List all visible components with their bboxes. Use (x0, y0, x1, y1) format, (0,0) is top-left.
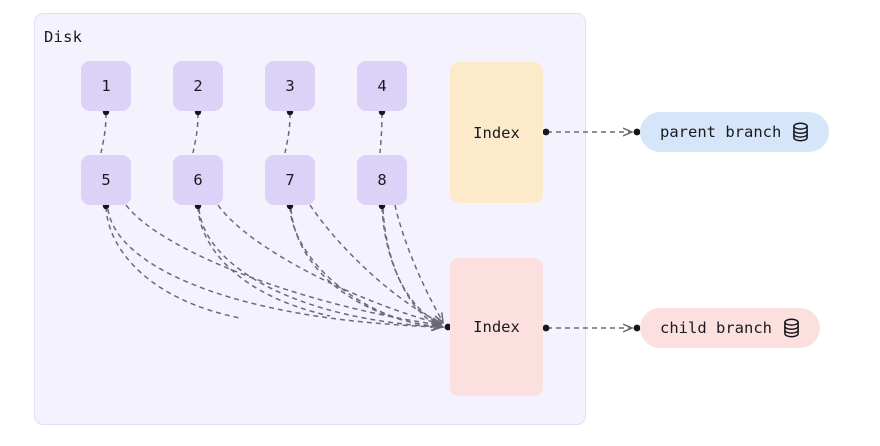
page-box-6[interactable]: 6 (173, 155, 223, 205)
index-box-child[interactable]: Index (450, 258, 543, 396)
index-label: Index (473, 318, 520, 336)
page-box-4[interactable]: 4 (357, 61, 407, 111)
database-icon (792, 122, 809, 142)
branch-label: child branch (660, 319, 772, 337)
page-box-label: 4 (377, 77, 387, 95)
page-box-label: 5 (101, 171, 111, 189)
page-box-label: 6 (193, 171, 203, 189)
page-box-3[interactable]: 3 (265, 61, 315, 111)
page-box-2[interactable]: 2 (173, 61, 223, 111)
page-box-8[interactable]: 8 (357, 155, 407, 205)
branch-pill-parent[interactable]: parent branch (640, 112, 830, 152)
page-box-label: 3 (285, 77, 295, 95)
index-label: Index (473, 123, 520, 142)
disk-label: Disk (44, 28, 83, 46)
page-box-label: 7 (285, 171, 295, 189)
branch-pill-child[interactable]: child branch (640, 308, 820, 348)
branch-label: parent branch (660, 123, 782, 141)
page-box-label: 1 (101, 77, 111, 95)
database-icon (783, 318, 800, 338)
page-box-5[interactable]: 5 (81, 155, 131, 205)
page-box-7[interactable]: 7 (265, 155, 315, 205)
page-box-1[interactable]: 1 (81, 61, 131, 111)
page-box-label: 2 (193, 77, 203, 95)
page-box-label: 8 (377, 171, 387, 189)
index-box-parent[interactable]: Index (450, 62, 543, 203)
